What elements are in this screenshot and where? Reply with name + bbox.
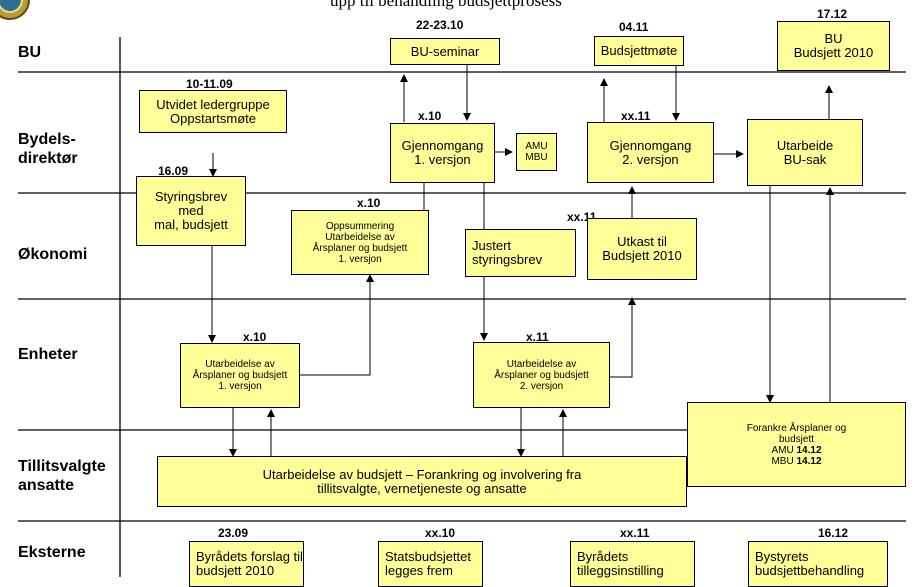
box-gjennomgang-1: Gjennomgang 1. versjon [390, 123, 495, 183]
date-ekst2: xx.10 [425, 526, 456, 540]
header-partial: upp til behandling budsjettprosess [330, 0, 562, 10]
box-styringsbrev: Styringsbrev med mal, budsjett [136, 176, 246, 246]
forankre-mbu: MBU 14.12 [771, 456, 821, 467]
forankre-mbu-date: 14.12 [796, 455, 822, 467]
box-byradets-forslag: Byrådets forslag til budsjett 2010 [189, 541, 304, 587]
box-tillitsvalgte: Utarbeidelse av budsjett – Forankring og… [157, 456, 687, 507]
box-utarbeide-bu-sak: Utarbeide BU-sak [747, 119, 863, 186]
lane-label-bu: BU [18, 44, 42, 61]
lane-label-bydelsdirektor: Bydels- direktør [18, 131, 78, 167]
forankre-amu: AMU 14.12 [771, 445, 821, 456]
box-gjennomgang-2: Gjennomgang 2. versjon [587, 122, 714, 183]
date-ekst3: xx.11 [620, 526, 650, 540]
date-ekst4: 16.12 [818, 526, 849, 540]
forankre-mbu-label: MBU [771, 455, 794, 467]
lane-label-tillitsvalgte: Tillitsvalgte ansatte [18, 458, 106, 494]
box-bu-budsjett-2010: BU Budsjett 2010 [777, 21, 890, 71]
box-bu-seminar: BU-seminar [390, 38, 500, 65]
date-bu-budsjett: 17.12 [817, 7, 848, 21]
box-utvidet-ledergruppe: Utvidet ledergruppe Oppstartsmøte [139, 90, 287, 133]
box-budsjettmote: Budsjettmøte [594, 36, 684, 66]
date-gjennomgang2: xx.11 [621, 109, 651, 123]
box-utkast-budsjett: Utkast til Budsjett 2010 [587, 218, 697, 280]
forankre-amu-label: AMU [771, 444, 794, 456]
date-bu-seminar: 22-23.10 [416, 18, 464, 32]
date-utvidet: 10-11.09 [186, 77, 233, 91]
date-oppsummering: x.10 [357, 196, 381, 210]
box-byradets-tilleggsinstilling: Byrådets tilleggsinstilling [570, 541, 695, 587]
box-oppsummering: Oppsummering Utarbeidelse av Årsplaner o… [291, 210, 429, 275]
municipal-seal-logo [0, 0, 30, 20]
lane-label-okonomi: Økonomi [18, 246, 88, 263]
box-amu-mbu: AMU MBU [516, 133, 557, 171]
lane-label-eksterne: Eksterne [18, 544, 86, 561]
forankre-amu-date: 14.12 [796, 444, 822, 456]
box-utarbeidelse-2: Utarbeidelse av Årsplaner og budsjett 2.… [473, 342, 610, 408]
box-justert-styringsbrev: Justert styringsbrev [465, 229, 576, 277]
lane-label-enheter: Enheter [18, 346, 78, 363]
date-ekst1: 23.09 [218, 526, 249, 540]
date-utarb2: x.11 [526, 330, 549, 344]
date-utarb1: x.10 [243, 330, 267, 344]
date-budsjettmote: 04.11 [619, 20, 649, 34]
box-bystyrets-budsjettbehandling: Bystyrets budsjettbehandling [748, 541, 888, 587]
date-gjennomgang1: x.10 [418, 109, 442, 123]
forankre-title: Forankre Årsplaner og budsjett [746, 422, 847, 445]
box-forankre: Forankre Årsplaner og budsjett AMU 14.12… [687, 402, 906, 487]
box-utarbeidelse-1: Utarbeidelse av Årsplaner og budsjett 1.… [180, 343, 300, 408]
date-styringsbrev: 16.09 [158, 164, 189, 178]
box-statsbudsjettet: Statsbudsjettet legges frem [378, 541, 483, 587]
